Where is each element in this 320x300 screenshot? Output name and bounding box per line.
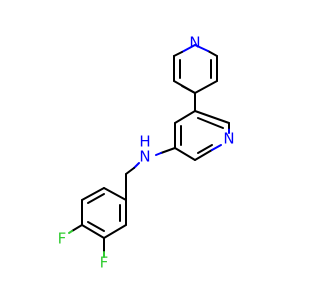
bond <box>103 224 127 239</box>
amine-hydrogen: H <box>139 133 150 151</box>
bond <box>81 187 105 201</box>
molecule-diagram: N N N H F F <box>57 33 235 272</box>
bond <box>211 144 222 151</box>
bond <box>68 230 73 234</box>
bond <box>194 44 209 52</box>
fluorine-bottom: F <box>100 254 109 272</box>
bond <box>155 152 162 156</box>
bond <box>181 44 196 53</box>
bond <box>71 224 83 232</box>
bond <box>173 51 183 57</box>
bond <box>194 149 213 161</box>
bond <box>207 50 218 57</box>
middle-pyridine-ring <box>174 110 230 161</box>
bond <box>181 85 196 94</box>
bond <box>197 144 213 154</box>
molecule-structure: N N N H F F <box>58 34 235 272</box>
bond <box>125 167 135 175</box>
bond <box>160 147 176 154</box>
amine-nitrogen: N <box>139 148 150 166</box>
bond <box>103 187 127 201</box>
bond <box>174 147 196 161</box>
pyridine-nitrogen-top: N <box>189 34 200 52</box>
fluorine-left: F <box>58 230 67 248</box>
bond <box>194 110 230 124</box>
bond <box>194 80 218 94</box>
bond <box>133 162 140 169</box>
bond <box>87 221 105 232</box>
bond <box>87 193 105 204</box>
benzene-ring <box>81 187 127 239</box>
pyridine-nitrogen-middle: N <box>223 130 234 148</box>
top-pyridine-ring <box>173 44 218 94</box>
bond <box>174 110 196 124</box>
bond <box>81 224 105 239</box>
bond <box>197 117 224 129</box>
